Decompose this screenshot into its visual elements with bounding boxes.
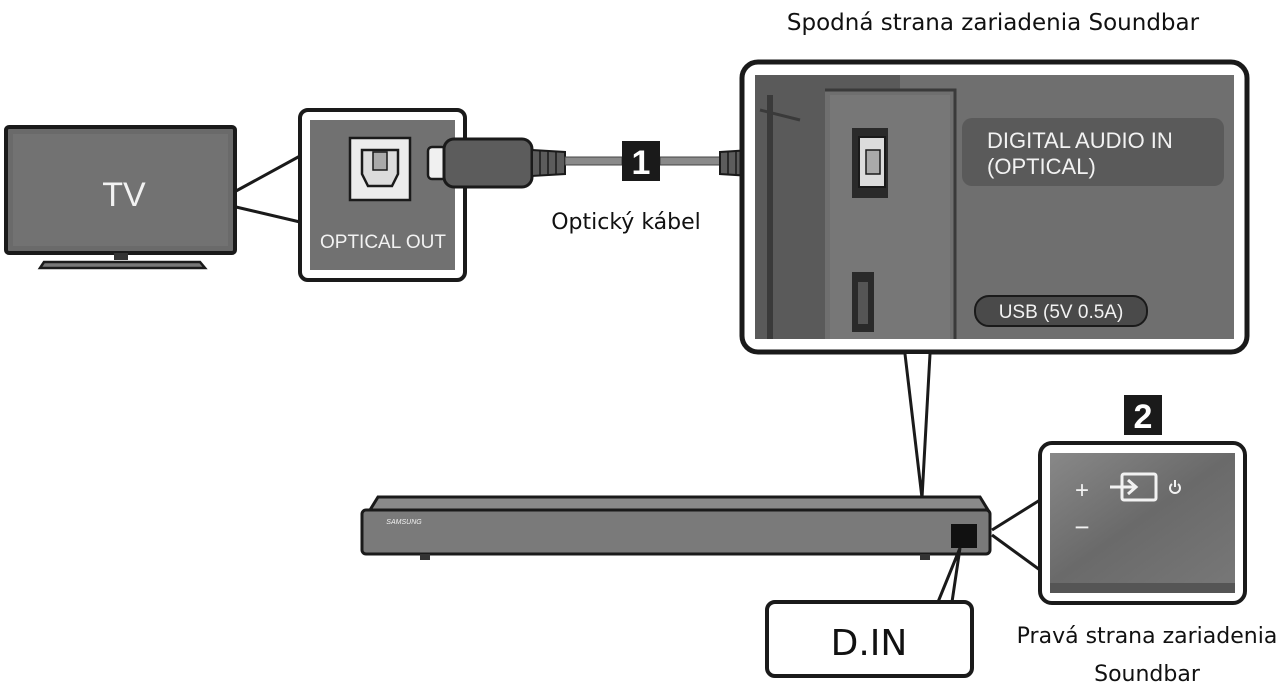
- power-icon: [1169, 480, 1181, 494]
- bottom-zoom-panel: DIGITAL AUDIO IN (OPTICAL) USB (5V 0.5A): [739, 59, 1250, 355]
- din-label: D.IN: [831, 623, 908, 664]
- right-side-title-line1: Pravá strana zariadenia: [1017, 624, 1278, 649]
- step-2-number: 2: [1134, 398, 1153, 436]
- right-side-callout: [991, 498, 1041, 572]
- brand-logo: SAMSUNG: [386, 519, 422, 526]
- din-box: D.IN: [765, 600, 974, 678]
- digital-audio-optical-label: (OPTICAL): [987, 154, 1096, 179]
- bottom-side-title: Spodná strana zariadenia Soundbar: [787, 10, 1200, 36]
- digital-audio-in-label: DIGITAL AUDIO IN: [987, 128, 1173, 153]
- right-side-panel: + −: [1038, 441, 1247, 605]
- volume-minus-label: −: [1074, 512, 1089, 542]
- tv-label: TV: [102, 176, 146, 214]
- step-2-badge: 2: [1124, 395, 1162, 436]
- volume-plus-label: +: [1075, 477, 1089, 504]
- optical-port-icon: [348, 136, 412, 202]
- tv: TV: [4, 125, 237, 270]
- optical-out-label: OPTICAL OUT: [320, 232, 446, 253]
- right-side-title-line2: Soundbar: [1094, 662, 1201, 687]
- usb-label: USB (5V 0.5A): [999, 302, 1124, 323]
- optical-out-panel: OPTICAL OUT: [298, 108, 467, 282]
- tv-callout: [235, 154, 301, 224]
- input-source-icon: [1110, 472, 1158, 502]
- step-1-badge: 1: [622, 141, 660, 182]
- cable-label: Optický kábel: [551, 210, 701, 235]
- soundbar: SAMSUNG: [360, 495, 992, 560]
- din-callout: [936, 547, 962, 603]
- step-1-number: 1: [632, 144, 651, 182]
- bottom-zoom-callout: [903, 353, 932, 499]
